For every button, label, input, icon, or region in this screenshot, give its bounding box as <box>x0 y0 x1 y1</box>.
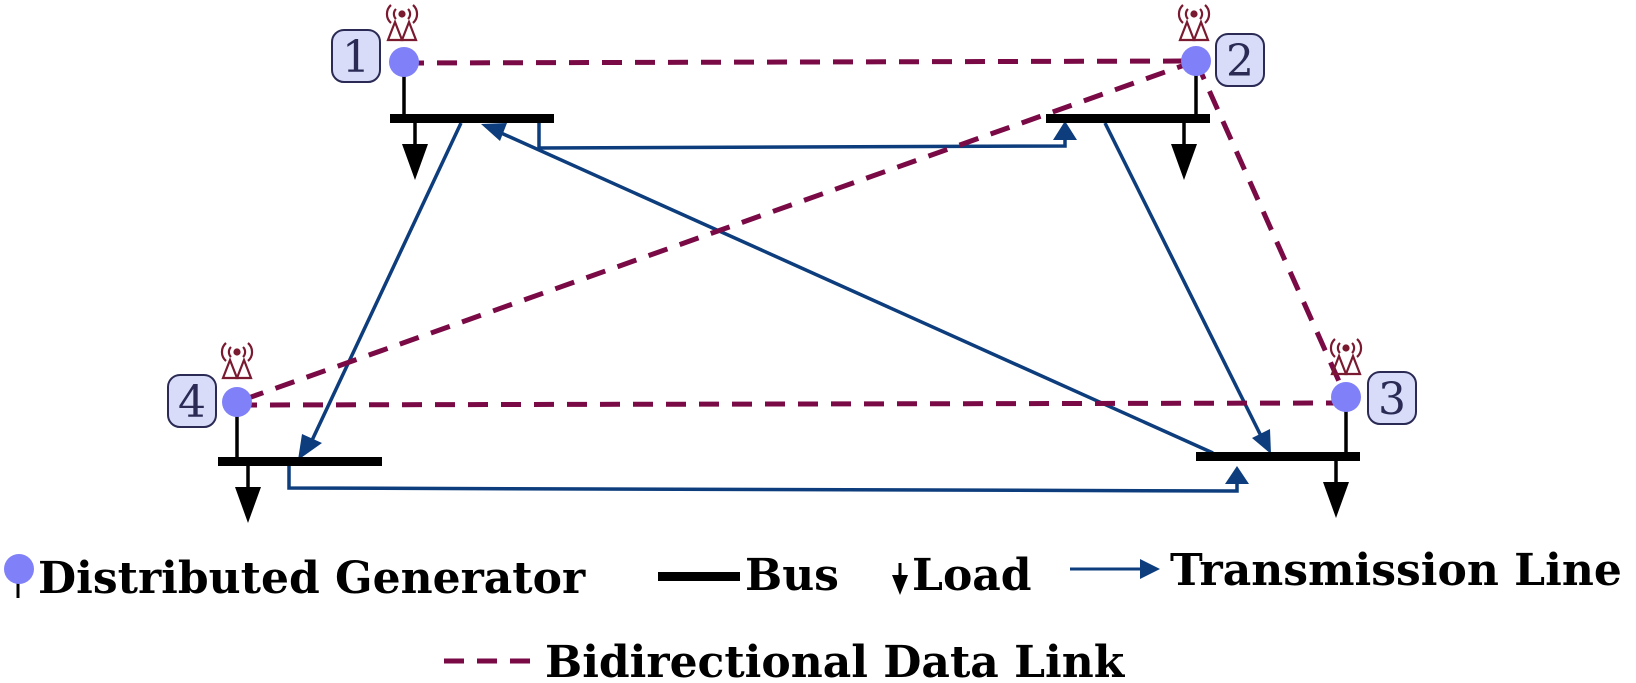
buses <box>218 114 1360 466</box>
legend-transmission: Transmission Line <box>1070 545 1622 596</box>
legend-load-icon <box>892 575 908 595</box>
load-3 <box>1323 461 1349 518</box>
legend-generator-icon <box>4 554 34 584</box>
arrowhead-3-1 <box>481 123 507 141</box>
legend-bus-icon <box>658 572 740 581</box>
node-label-4: 4 <box>178 377 206 428</box>
data-link-2-4 <box>236 58 1197 405</box>
legend: Distributed Generator Bus Load Transmiss… <box>4 545 1622 683</box>
transmission-line-4-3 <box>287 461 1239 493</box>
transmission-line-1-4 <box>305 122 463 452</box>
generator-dot-4 <box>222 387 252 417</box>
node-labels: 1 2 3 4 <box>167 29 1417 428</box>
antenna-icon-2 <box>1177 4 1211 42</box>
node-label-1: 1 <box>342 32 370 83</box>
node-label-2: 2 <box>1226 36 1254 87</box>
arrowhead-1-4 <box>298 434 322 460</box>
data-link-1-2 <box>403 58 1197 66</box>
legend-load-label: Load <box>912 550 1032 601</box>
arrowhead-1-2 <box>1053 121 1077 140</box>
legend-bus-label: Bus <box>745 550 839 601</box>
transmission-lines <box>287 121 1271 493</box>
arrowhead-4-3 <box>1225 466 1249 484</box>
legend-bus: Bus <box>658 550 839 601</box>
load-2 <box>1171 123 1197 180</box>
legend-generator: Distributed Generator <box>4 553 586 604</box>
node-4: 4 <box>167 374 217 428</box>
transmission-line-3-1 <box>489 126 1214 455</box>
antenna-icon-4 <box>220 342 254 380</box>
generators <box>222 46 1361 417</box>
antenna-icon-3 <box>1329 338 1363 376</box>
data-link-2-3 <box>1193 59 1349 399</box>
data-link-4-3 <box>236 400 1347 408</box>
generator-dot-1 <box>389 47 419 77</box>
transmission-line-2-3 <box>1103 122 1268 447</box>
bus-2 <box>1046 114 1210 123</box>
legend-datalink-label: Bidirectional Data Link <box>545 637 1126 683</box>
transmission-line-1-2 <box>537 123 1067 150</box>
load-4 <box>235 466 261 523</box>
legend-generator-label: Distributed Generator <box>38 553 586 604</box>
load-1 <box>402 123 428 180</box>
antennas <box>220 4 1363 380</box>
node-3: 3 <box>1367 371 1417 425</box>
node-label-3: 3 <box>1378 374 1406 425</box>
legend-load: Load <box>892 550 1032 601</box>
legend-transmission-label: Transmission Line <box>1170 545 1622 596</box>
antenna-icon-1 <box>385 4 419 42</box>
generator-dot-2 <box>1181 46 1211 76</box>
node-2: 2 <box>1215 33 1265 87</box>
legend-datalink: Bidirectional Data Link <box>444 637 1126 683</box>
bus-4 <box>218 457 382 466</box>
node-1: 1 <box>331 29 381 83</box>
data-links <box>236 58 1349 408</box>
bus-3 <box>1196 452 1360 461</box>
bus-1 <box>390 114 554 123</box>
loads <box>235 123 1349 523</box>
arrowhead-2-3 <box>1252 429 1271 454</box>
generator-dot-3 <box>1331 382 1361 412</box>
